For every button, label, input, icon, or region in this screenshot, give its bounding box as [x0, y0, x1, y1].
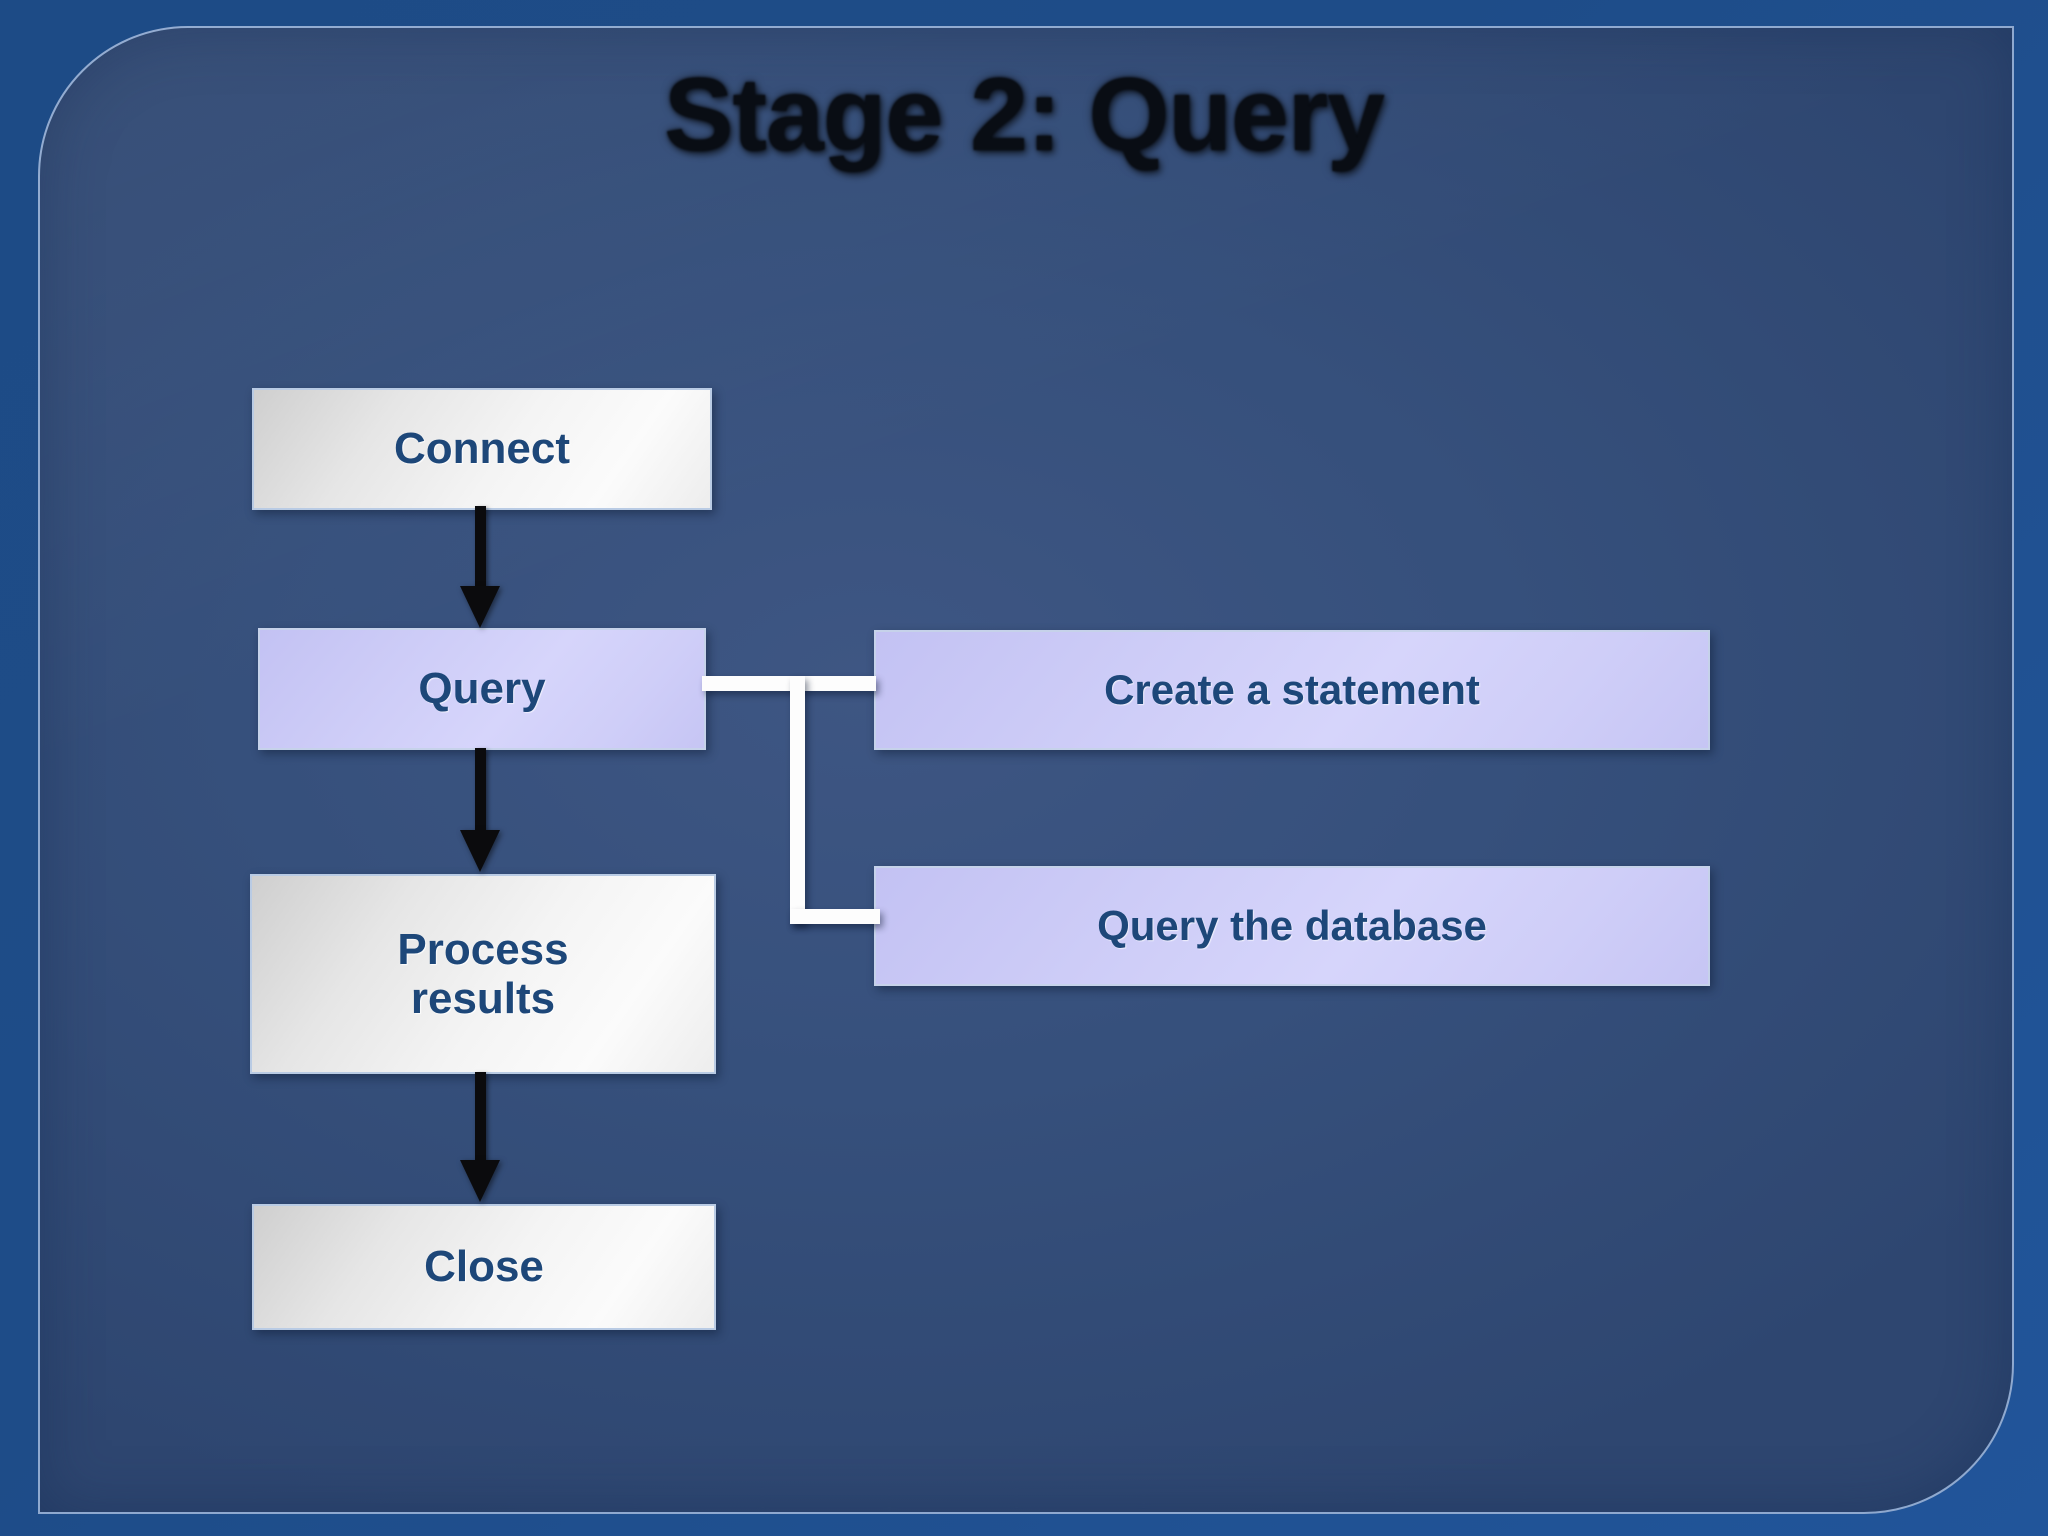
flow-node-create-a-statement[interactable]: Create a statement — [874, 630, 1710, 750]
flow-node-query-label: Query — [418, 664, 546, 714]
arrow-process-results-to-close — [446, 1072, 516, 1204]
flow-node-process-results[interactable]: Process results — [250, 874, 716, 1074]
arrow-connect-to-query — [446, 506, 516, 628]
connector-vertical-trunk — [790, 676, 805, 924]
flow-node-query-the-database[interactable]: Query the database — [874, 866, 1710, 986]
arrow-head-icon — [460, 830, 500, 872]
arrow-head-icon — [460, 1160, 500, 1202]
flow-node-query-the-database-label: Query the database — [1097, 902, 1487, 950]
flow-node-process-results-line2: results — [410, 974, 556, 1023]
flow-node-create-a-statement-label: Create a statement — [1104, 666, 1480, 714]
slide-title: Stage 2: Query — [663, 57, 1385, 173]
flow-node-close[interactable]: Close — [252, 1204, 716, 1330]
arrow-query-to-process-results — [446, 748, 516, 874]
arrow-head-icon — [460, 586, 500, 628]
arrow-shaft — [475, 748, 486, 832]
arrow-shaft — [475, 1072, 486, 1162]
flow-node-process-results-label: Process results — [397, 925, 568, 1024]
connector-query-to-query-the-database — [790, 909, 880, 924]
flow-node-close-label: Close — [424, 1242, 544, 1292]
connector-query-to-create-a-statement — [702, 676, 876, 691]
arrow-shaft — [475, 506, 486, 588]
flow-node-query[interactable]: Query — [258, 628, 706, 750]
flow-node-process-results-line1: Process — [397, 924, 569, 974]
flow-node-connect-label: Connect — [394, 424, 570, 474]
flow-node-connect[interactable]: Connect — [252, 388, 712, 510]
